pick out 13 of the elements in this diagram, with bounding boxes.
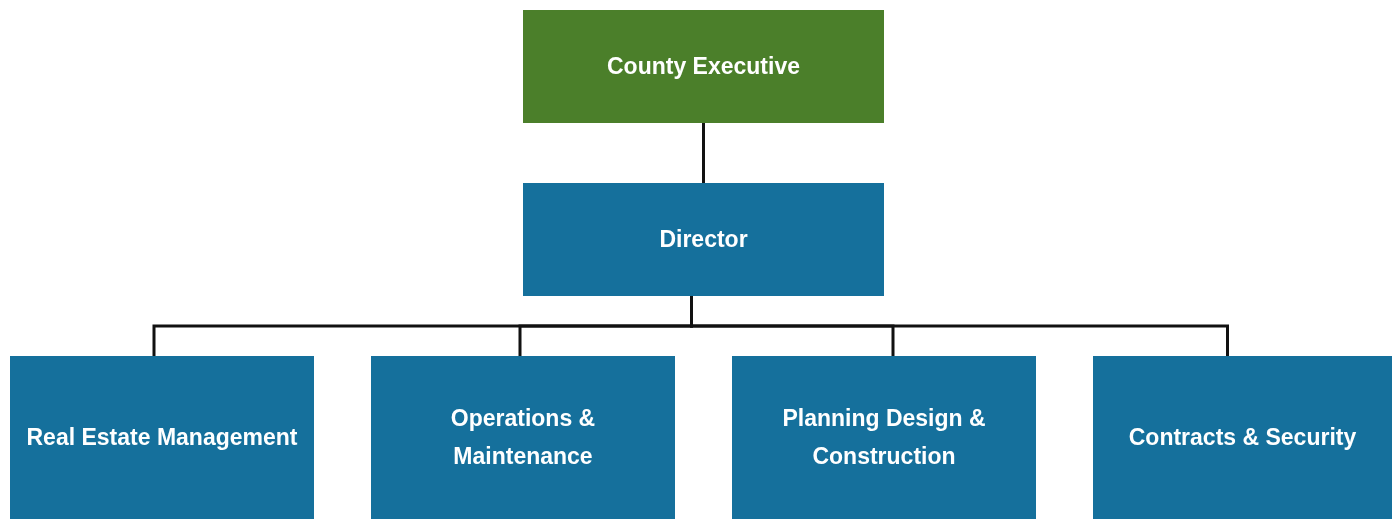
- org-box: [523, 183, 884, 296]
- role-title: Director: [659, 224, 748, 254]
- org-box: [10, 356, 314, 519]
- role-title: Planning Design & Construction: [781, 403, 987, 471]
- org-box: [371, 356, 675, 519]
- role-title: Operations & Maintenance: [449, 403, 597, 471]
- role-title: Real Estate Management: [26, 422, 298, 452]
- org-box: [1093, 356, 1392, 519]
- org-box: [732, 356, 1036, 519]
- connector-line: [702, 123, 705, 183]
- role-title: Contracts & Security: [1128, 422, 1357, 452]
- role-title: County Executive: [607, 51, 800, 81]
- org-box: [523, 10, 884, 123]
